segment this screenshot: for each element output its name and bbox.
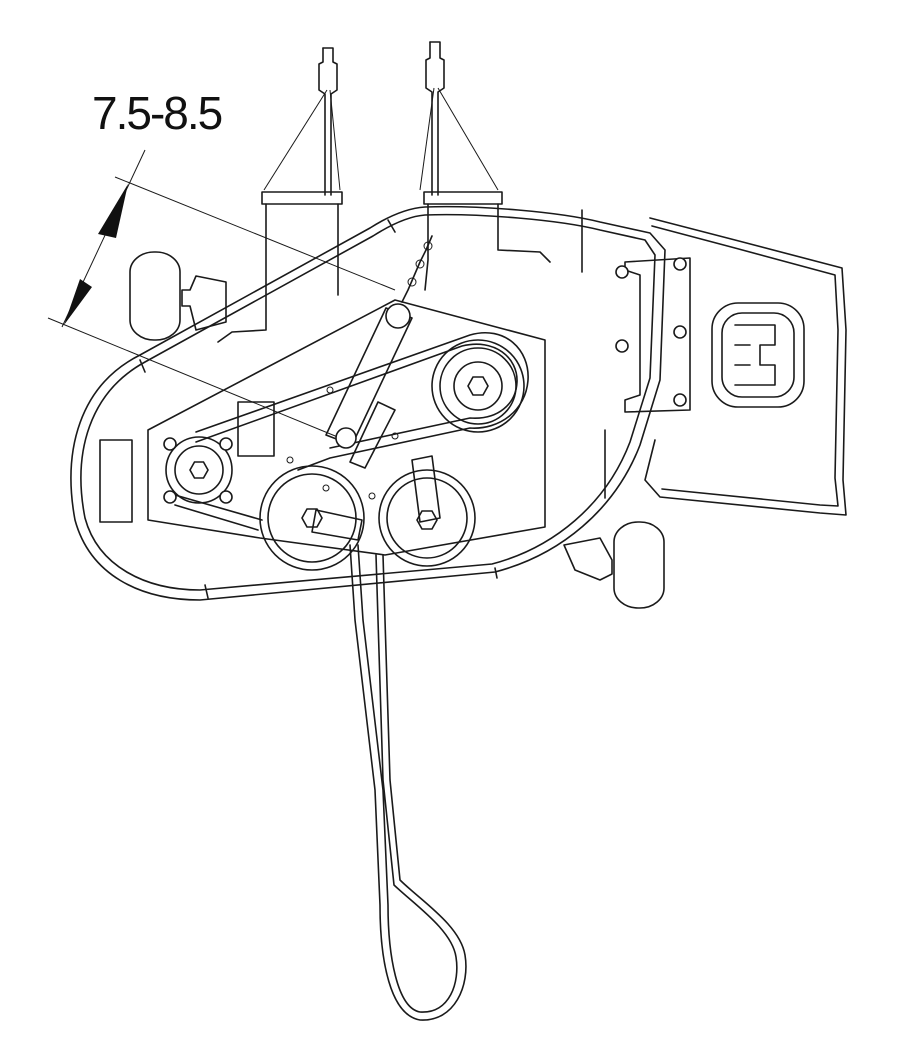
- pulley-left-bolt-1: [163, 437, 177, 451]
- lift-arm-left-rod-2: [318, 47, 326, 196]
- belt-upper-run: [195, 332, 529, 471]
- bracket-bolt-3: [673, 257, 687, 271]
- fastener-1: [326, 386, 334, 394]
- fastener-2: [391, 432, 399, 440]
- bracket-bolt-1: [615, 265, 629, 279]
- belt-handle-loop-inner: [357, 544, 458, 1013]
- mount-bracket-plate: [624, 257, 691, 413]
- side-mount-bracket: [581, 209, 691, 499]
- cylinder-bracket: [349, 401, 396, 469]
- gauge-wheel-right: [563, 521, 665, 609]
- chain-link-3: [407, 277, 417, 287]
- lift-chain: [401, 235, 433, 303]
- bracket-bolt-5: [673, 393, 687, 407]
- dimension-extension-line-upper: [114, 176, 396, 291]
- discharge-symbol-inner: [721, 312, 795, 398]
- pulley-bottom-right: [378, 455, 476, 567]
- pulley-bottom-left: [259, 465, 365, 571]
- dimension-arrow-up: [98, 184, 128, 238]
- pulley-plate-outline: [147, 299, 546, 556]
- clip-1: [139, 359, 146, 373]
- lift-arm-right-crossbar: [423, 191, 503, 205]
- deck-outline-inner: [80, 213, 656, 591]
- pulley-left-bolt-2: [219, 437, 233, 451]
- pulley-left-outer: [165, 436, 233, 504]
- drive-belt: [174, 332, 529, 531]
- lift-arm-right-brace-1: [419, 87, 435, 191]
- belt-lower-run: [174, 494, 263, 531]
- fastener-4: [368, 492, 376, 500]
- clip-3: [494, 567, 498, 579]
- pulley-left: [163, 436, 233, 504]
- lift-arm-left: [217, 47, 343, 343]
- lift-arm-left-rod: [322, 47, 338, 196]
- pulley-bottom-left-outer: [259, 465, 365, 571]
- lift-arm-right-brace-2: [437, 87, 499, 191]
- belt-handle-loop-outer: [349, 544, 467, 1021]
- discharge-chute-outline: [644, 217, 847, 516]
- lift-arm-left-crossbar: [261, 191, 343, 205]
- idler-arm-left: [311, 509, 363, 541]
- fastener-5: [322, 484, 330, 492]
- pulley-bottom-left-nut: [301, 508, 323, 528]
- lift-arm-right: [419, 41, 551, 291]
- discharge-chute-inner: [651, 225, 839, 507]
- lift-arm-right-rod: [429, 41, 445, 196]
- clip-4: [387, 219, 396, 233]
- clip-2: [204, 584, 209, 599]
- dimension-extension-line-lower: [47, 317, 346, 441]
- belt-upper-run-inner: [195, 343, 518, 449]
- discharge-symbol-outer: [711, 302, 805, 408]
- discharge-symbol: [711, 302, 805, 408]
- pulley-top-right-hub: [453, 361, 503, 411]
- tension-spring-assembly: [325, 303, 413, 469]
- pulley-plate: [147, 299, 546, 556]
- cylinder-top-eye: [385, 303, 411, 329]
- chain-link-1: [423, 241, 433, 251]
- cylinder-bottom-eye: [335, 427, 357, 449]
- deck-label-plate: [99, 439, 133, 523]
- pulley-left-bolt-3: [163, 490, 177, 504]
- pulley-plate-decal: [237, 401, 275, 457]
- lift-chain-links: [401, 235, 433, 303]
- pulley-top-right-mid: [439, 347, 517, 425]
- deck-housing: [70, 205, 847, 601]
- lift-arm-right-rod-2: [425, 41, 433, 196]
- idler-arm-right: [411, 455, 441, 523]
- lift-arm-left-brace-2: [329, 89, 341, 191]
- fastener-3: [286, 456, 294, 464]
- deck-fasteners: [139, 219, 498, 599]
- gauge-wheel-left-mount: [181, 275, 227, 331]
- discharge-symbol-glyph: [734, 324, 776, 386]
- pulley-top-right-outer: [431, 339, 525, 433]
- dimension-label: 7.5-8.5: [92, 87, 223, 139]
- dimension-callout: [47, 149, 396, 441]
- pulley-bottom-right-mid: [386, 477, 468, 559]
- pulley-top-right-nut: [467, 376, 489, 396]
- gauge-wheel-left-tire: [129, 251, 181, 341]
- pulley-left-inner: [174, 445, 224, 495]
- pulley-top-right: [431, 339, 525, 433]
- gauge-wheel-left: [129, 251, 227, 341]
- lift-arm-left-brace-1: [263, 89, 328, 191]
- lift-arm-right-hanger-2: [424, 203, 429, 291]
- bracket-bolt-4: [673, 325, 687, 339]
- lift-arm-left-hanger: [217, 203, 267, 343]
- pulley-left-nut: [189, 461, 209, 479]
- belt-handle: [349, 544, 467, 1021]
- gauge-wheel-right-tire: [613, 521, 665, 609]
- lift-arm-right-hanger: [497, 203, 551, 263]
- dimension-arrow-down: [64, 279, 92, 325]
- gauge-wheel-right-mount: [563, 537, 613, 581]
- pulley-bottom-right-outer: [378, 469, 476, 567]
- pulley-left-bolt-4: [219, 490, 233, 504]
- bracket-bolt-2: [615, 339, 629, 353]
- deck-outline-outer: [70, 205, 666, 601]
- chain-link-2: [415, 259, 425, 269]
